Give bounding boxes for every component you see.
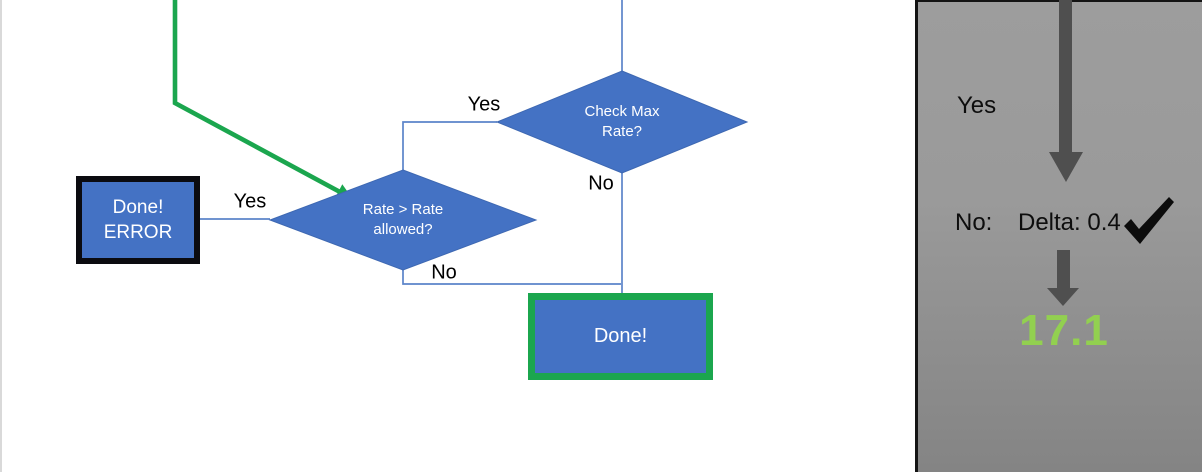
panel-label-no: No: <box>955 209 993 236</box>
rate-allowed-line1: Rate > Rate <box>362 201 444 218</box>
done-error-line2: ERROR <box>103 222 173 243</box>
check-max-rate-line2: Rate? <box>601 123 643 140</box>
branch-label-no-rate: No <box>431 261 457 284</box>
panel-down-arrow-1-icon <box>1049 152 1083 182</box>
checkmark-icon <box>1124 197 1174 244</box>
panel-down-arrow-2-icon <box>1047 288 1079 306</box>
panel-down-arrow-2-shaft <box>1057 250 1070 289</box>
slide-edge-divider <box>0 0 2 472</box>
panel-down-arrow-1-shaft <box>1059 0 1072 153</box>
panel-label-yes: Yes <box>957 92 997 119</box>
done-error-line1: Done! <box>112 197 164 218</box>
check-max-rate-line1: Check Max <box>584 103 660 120</box>
branch-label-no-check-max: No <box>588 172 614 195</box>
rate-allowed-label: Rate > Rate allowed? <box>318 200 488 240</box>
decision-diamond-check-max <box>495 70 749 174</box>
branch-label-yes-check-max: Yes <box>467 93 501 116</box>
terminal-box-done: Done! <box>528 293 713 380</box>
connector-check-max-yes <box>402 121 497 170</box>
panel-delta-value: Delta: 0.4 <box>1018 209 1121 236</box>
connector-rate-no-to-done <box>402 270 621 285</box>
connector-lines <box>200 0 623 293</box>
terminal-box-done-error: Done! ERROR <box>76 176 200 264</box>
panel-result-value: 17.1 <box>1019 306 1109 355</box>
rate-allowed-line2: allowed? <box>373 221 433 238</box>
side-panel <box>915 0 1202 472</box>
checkmark-glyph <box>1124 197 1174 244</box>
green-flow-line <box>172 0 342 195</box>
decision-diamond-rate-allowed <box>268 169 538 271</box>
branch-label-yes-rate: Yes <box>233 190 267 213</box>
green-flow-arrow <box>172 0 352 198</box>
done-label: Done! <box>593 325 648 347</box>
check-max-rate-label: Check Max Rate? <box>537 102 707 142</box>
